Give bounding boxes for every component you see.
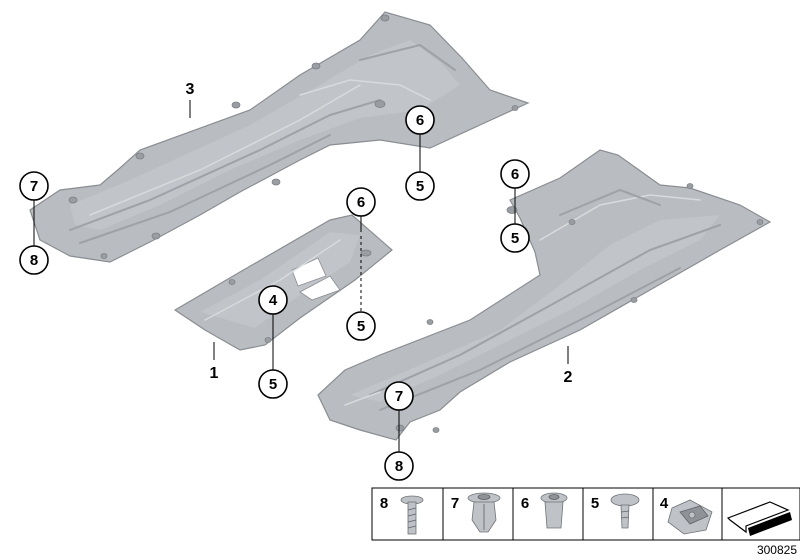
legend-item-7: 7: [451, 492, 501, 533]
expanding-rivet-icon: [467, 492, 501, 533]
svg-text:7: 7: [30, 178, 38, 195]
svg-text:8: 8: [30, 252, 38, 269]
legend-item-arrow: [726, 501, 792, 536]
document-id: 300825: [757, 543, 797, 557]
svg-text:6: 6: [357, 194, 365, 211]
underbody-panel-2: [317, 149, 772, 441]
callout-5-mid: 5: [346, 311, 376, 341]
svg-text:5: 5: [269, 376, 277, 393]
reference-arrow-icon: [726, 501, 792, 536]
legend-item-8: 8: [380, 495, 424, 535]
svg-text:6: 6: [416, 112, 424, 129]
callout-5-lower: 5: [258, 369, 288, 399]
leader-lines: [33, 100, 569, 452]
callout-4-mid: 4: [258, 285, 288, 315]
callout-8-bottom: 8: [384, 451, 414, 481]
svg-text:7: 7: [395, 388, 403, 405]
callout-5-top: 5: [405, 171, 435, 201]
svg-text:5: 5: [357, 318, 365, 335]
expansion-nut-icon: [540, 492, 568, 529]
legend-item-6: 6: [521, 492, 568, 529]
underbody-panel-3: [29, 11, 530, 263]
svg-text:4: 4: [269, 292, 278, 309]
legend-item-4: 4: [660, 495, 713, 535]
callout-7-bottom: 7: [384, 381, 414, 411]
svg-text:5: 5: [416, 178, 424, 195]
svg-text:6: 6: [521, 495, 529, 512]
callout-8-left: 8: [19, 245, 49, 275]
svg-text:5: 5: [591, 495, 599, 512]
part-label-3: 3: [186, 81, 195, 98]
callout-6-top: 6: [405, 105, 435, 135]
callout-5-right: 5: [500, 223, 530, 253]
callout-7-left: 7: [19, 171, 49, 201]
underbody-panel-1: [173, 214, 393, 351]
screw-icon: [400, 495, 424, 535]
u-nut-icon: [667, 499, 713, 535]
svg-text:6: 6: [511, 166, 519, 183]
callout-6-right: 6: [500, 159, 530, 189]
part-label-1: 1: [210, 365, 219, 382]
legend-item-5: 5: [591, 493, 640, 529]
fastener-legend: 8 7 6: [371, 487, 800, 541]
svg-text:5: 5: [511, 230, 519, 247]
callout-6-mid: 6: [346, 187, 376, 217]
svg-text:7: 7: [451, 495, 459, 512]
part-label-2: 2: [564, 369, 573, 386]
clip-icon: [610, 493, 640, 529]
svg-text:8: 8: [380, 495, 388, 512]
svg-text:4: 4: [660, 495, 669, 512]
svg-text:8: 8: [395, 458, 403, 475]
